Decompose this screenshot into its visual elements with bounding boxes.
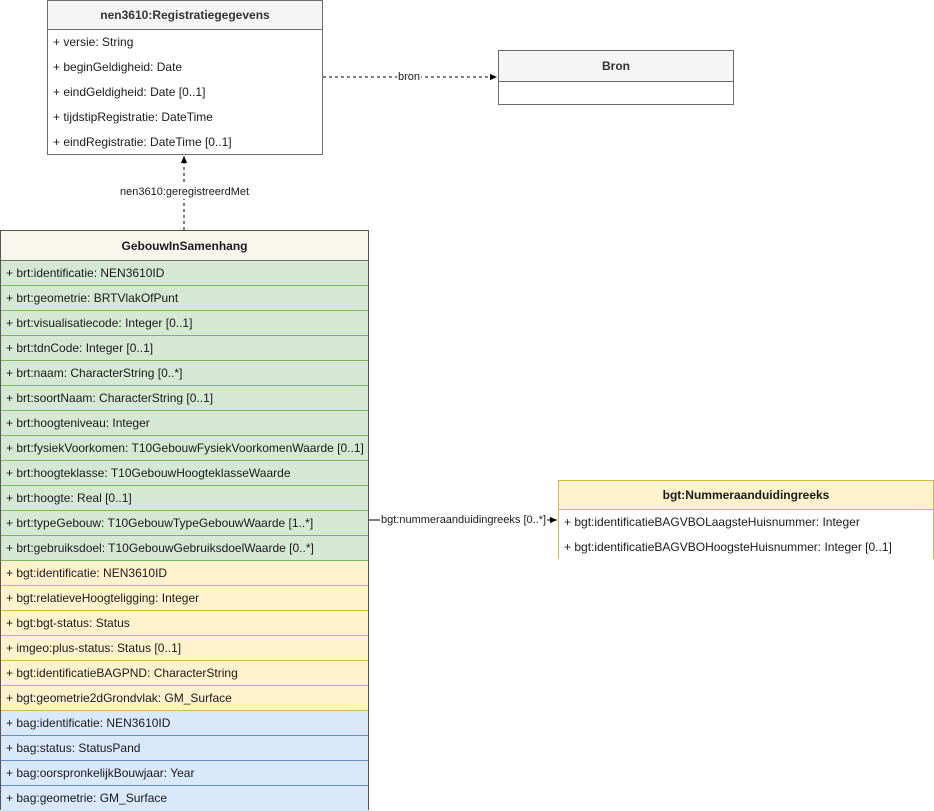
brt-attribute: + brt:naam: CharacterString [0..*] [1, 361, 368, 386]
brt-attribute: + brt:visualisatiecode: Integer [0..1] [1, 311, 368, 336]
class-attribute: + versie: String [53, 35, 134, 49]
bgt-attribute: + bgt:identificatieBAGPND: CharacterStri… [1, 661, 368, 686]
brt-attribute: + brt:soortNaam: CharacterString [0..1] [1, 386, 368, 411]
bag-attribute: + bag:status: StatusPand [1, 736, 368, 761]
brt-attribute: + brt:identificatie: NEN3610ID [1, 261, 368, 286]
bron-relation-label: bron [397, 70, 422, 84]
brt-attribute: + brt:hoogteklasse: T10GebouwHoogteklass… [1, 461, 368, 486]
brt-attribute: + brt:fysiekVoorkomen: T10GebouwFysiekVo… [1, 436, 368, 461]
gebouwinsamenhang-class-title: GebouwInSamenhang [1, 231, 368, 261]
brt-attribute: + brt:geometrie: BRTVlakOfPunt [1, 286, 368, 311]
brt-attribute: + brt:hoogte: Real [0..1] [1, 486, 368, 511]
class-attribute: + eindGeldigheid: Date [0..1] [53, 85, 206, 99]
nummeraanduidingreeks-class-title: bgt:Nummeraanduidingreeks [559, 481, 933, 510]
bgt-attribute: + bgt:identificatie: NEN3610ID [1, 561, 368, 586]
class-attribute: + tijdstipRegistratie: DateTime [53, 110, 213, 124]
brt-attribute: + brt:gebruiksdoel: T10GebouwGebruiksdoe… [1, 536, 368, 561]
class-attribute: + bgt:identificatieBAGVBOHoogsteHuisnumm… [559, 535, 933, 560]
brt-attribute: + brt:typeGebouw: T10GebouwTypeGebouwWaa… [1, 511, 368, 536]
gebouwinsamenhang-class[interactable]: GebouwInSamenhang + brt:identificatie: N… [0, 230, 369, 811]
nummeraanduidingreeks-relation-label: bgt:nummeraanduidingreeks [0..*] [380, 513, 548, 527]
bgt-attribute: + bgt:bgt-status: Status [1, 611, 368, 636]
class-attribute: + bgt:identificatieBAGVBOLaagsteHuisnumm… [559, 510, 933, 535]
bag-attribute: + bag:oorspronkelijkBouwjaar: Year [1, 761, 368, 786]
bron-class[interactable]: Bron [498, 50, 734, 105]
geregistreerdmet-relation-label: nen3610:geregistreerdMet [119, 185, 251, 199]
bgt-attribute: + bgt:relatieveHoogteligging: Integer [1, 586, 368, 611]
class-attribute: + beginGeldigheid: Date [53, 60, 183, 74]
brt-attribute: + brt:tdnCode: Integer [0..1] [1, 336, 368, 361]
bgt-attribute: + imgeo:plus-status: Status [0..1] [1, 636, 368, 661]
nummeraanduidingreeks-class[interactable]: bgt:Nummeraanduidingreeks + bgt:identifi… [558, 480, 934, 560]
bag-attribute: + bag:identificatie: NEN3610ID [1, 711, 368, 736]
registratiegegevens-class-title: nen3610:Registratiegegevens [48, 1, 322, 30]
bgt-attribute: + bgt:geometrie2dGrondvlak: GM_Surface [1, 686, 368, 711]
brt-attribute: + brt:hoogteniveau: Integer [1, 411, 368, 436]
bron-class-title: Bron [499, 51, 733, 82]
registratiegegevens-class[interactable]: nen3610:Registratiegegevens + versie: St… [47, 0, 323, 155]
class-attribute: + eindRegistratie: DateTime [0..1] [53, 135, 232, 149]
bag-attribute: + bag:geometrie: GM_Surface [1, 786, 368, 811]
